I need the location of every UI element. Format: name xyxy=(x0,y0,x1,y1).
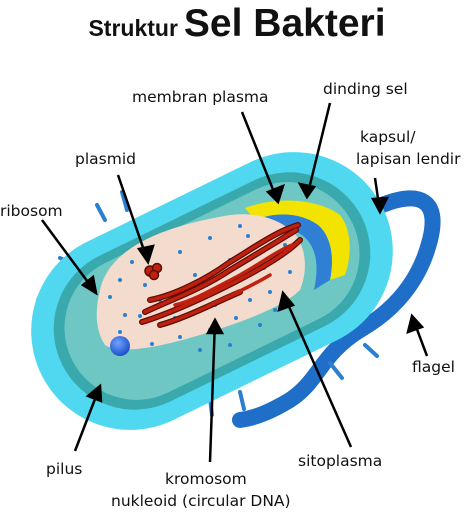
pointer-arrows xyxy=(40,102,429,463)
label-kapsul-line2: lapisan lendir xyxy=(356,150,461,168)
plasma-membrane xyxy=(255,214,332,290)
title-prefix: Struktur xyxy=(88,15,178,41)
label-kromosom: kromosom xyxy=(165,470,247,488)
label-membran-plasma: membran plasma xyxy=(132,88,269,106)
title-main: Sel Bakteri xyxy=(183,2,386,45)
label-flagel: flagel xyxy=(412,358,455,376)
label-plasmid: plasmid xyxy=(75,150,136,168)
label-ribosom: ribosom xyxy=(0,202,63,220)
label-dinding-sel: dinding sel xyxy=(323,80,408,98)
label-nukleoid: nukleoid (circular DNA) xyxy=(111,492,291,510)
flagellum xyxy=(232,190,441,428)
inclusion-body xyxy=(110,336,130,356)
nucleoid-dna xyxy=(139,222,303,328)
label-pilus: pilus xyxy=(46,460,83,478)
label-sitoplasma: sitoplasma xyxy=(298,452,383,470)
label-kapsul-line1: kapsul/ xyxy=(360,128,416,146)
cell-wall-yellow-layer xyxy=(245,200,350,280)
plasmid xyxy=(144,262,163,281)
